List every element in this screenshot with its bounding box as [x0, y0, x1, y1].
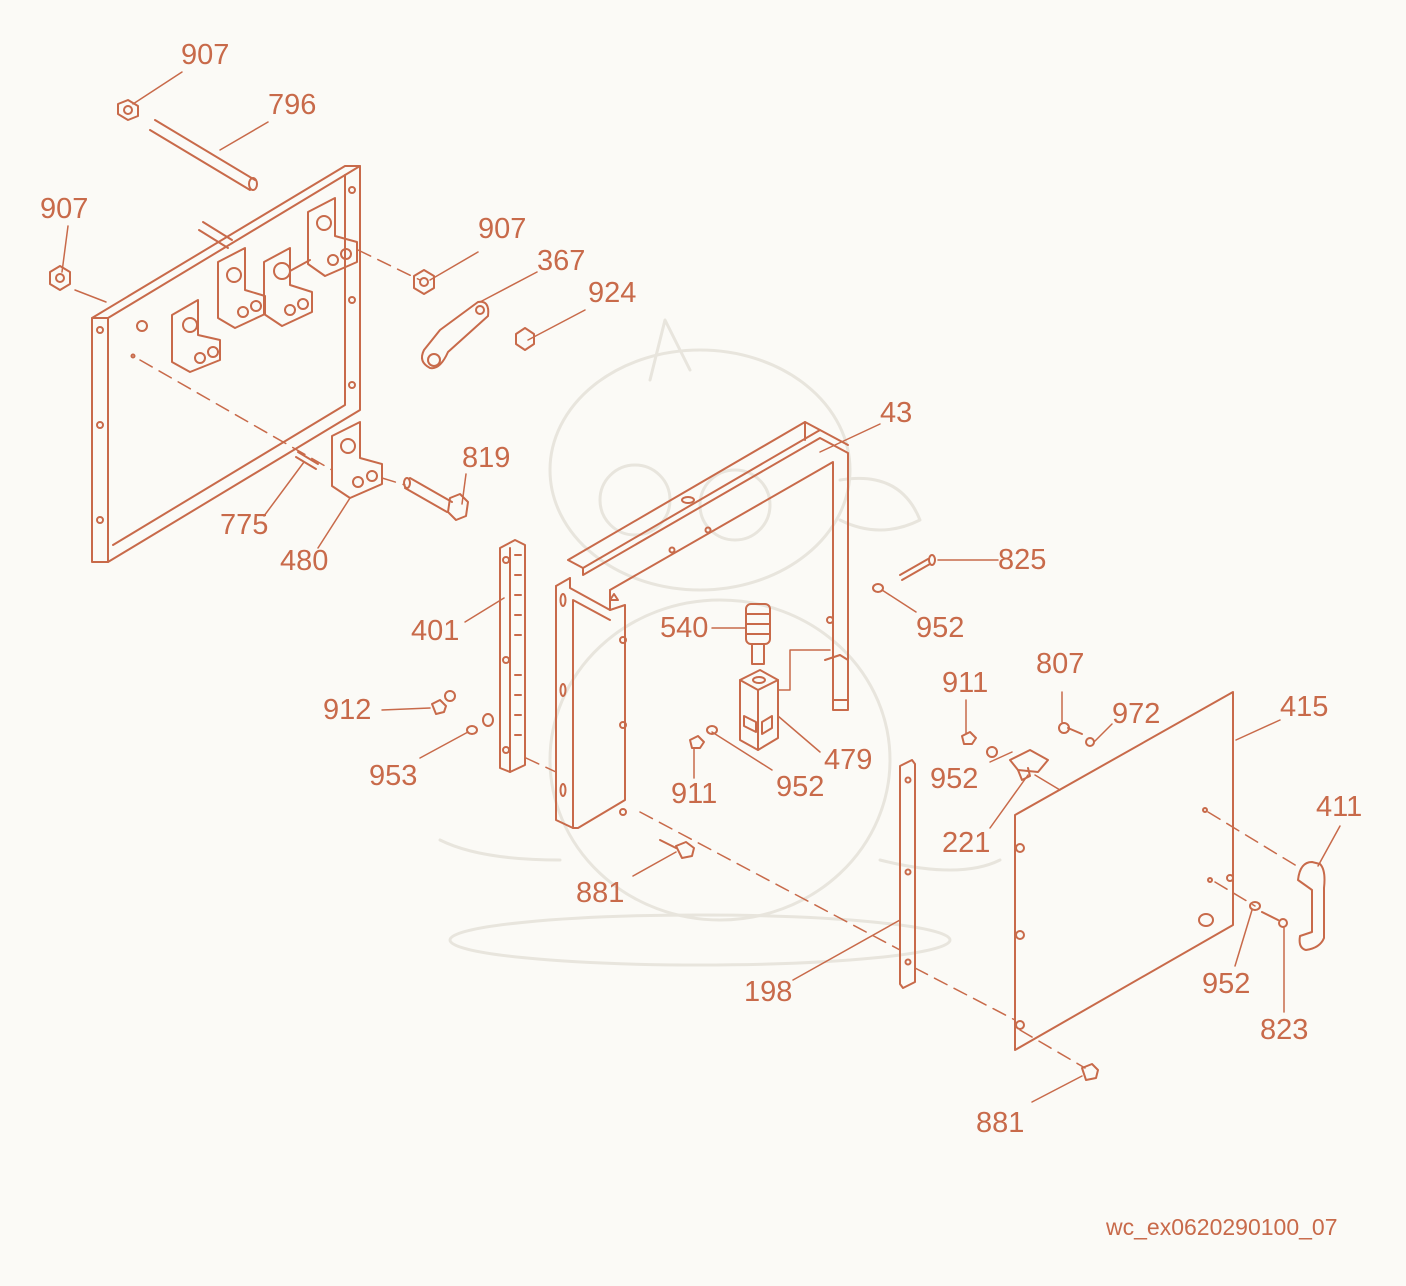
nut-907-mid [413, 269, 435, 295]
washer-952-c [1249, 901, 1261, 911]
callout-415: 415 [1280, 691, 1329, 723]
callout-43: 43 [880, 397, 913, 429]
callout-907: 907 [40, 193, 89, 225]
washer-972 [1085, 737, 1095, 747]
nut-924 [515, 327, 535, 351]
washer-952-b [986, 746, 998, 758]
callout-953: 953 [369, 760, 418, 792]
callout-907: 907 [478, 213, 527, 245]
stud-796 [149, 119, 258, 249]
callout-367: 367 [537, 245, 586, 277]
callout-952: 952 [916, 612, 965, 644]
fasteners-911-952 [689, 725, 718, 749]
terminal-block-480 [331, 421, 383, 499]
nut-907-top [117, 99, 139, 121]
nut-911 [961, 731, 977, 745]
base-plate-assembly [49, 99, 535, 563]
callout-807: 807 [1036, 648, 1085, 680]
callout-401: 401 [411, 615, 460, 647]
terminal-block-1 [171, 299, 221, 373]
callout-952: 952 [1202, 968, 1251, 1000]
callout-912: 912 [323, 694, 372, 726]
fasteners-912-953 [431, 690, 494, 735]
pin-775 [295, 451, 319, 470]
callout-775: 775 [220, 509, 269, 541]
cover-415 [1014, 691, 1234, 1051]
screw-823 [1261, 911, 1288, 928]
callout-911: 911 [671, 778, 718, 810]
callout-881: 881 [576, 877, 625, 909]
screw-825 [899, 554, 936, 581]
callout-972: 972 [1112, 698, 1161, 730]
screw-807 [1058, 722, 1083, 735]
strip-198 [899, 759, 916, 989]
connector-540 [745, 603, 771, 665]
callout-952: 952 [930, 763, 979, 795]
plate-holes [96, 186, 356, 524]
callout-221: 221 [942, 827, 991, 859]
callout-479: 479 [824, 744, 873, 776]
alignment-lines-upper [139, 249, 421, 486]
nut-907-left [49, 265, 71, 291]
callout-881: 881 [976, 1107, 1025, 1139]
frame-holes [559, 496, 834, 816]
drawing-id: wc_ex0620290100_07 [1106, 1214, 1338, 1240]
bracket-367 [421, 300, 490, 370]
callout-411: 411 [1316, 791, 1363, 823]
bolt-819 [403, 477, 469, 521]
callout-911: 911 [942, 667, 989, 699]
hinge-401 [499, 539, 526, 773]
callout-480: 480 [280, 545, 329, 577]
callout-198: 198 [744, 976, 793, 1008]
callout-825: 825 [998, 544, 1047, 576]
terminal-block-3 [263, 247, 313, 327]
relay-479 [739, 669, 779, 751]
leader-lines [61, 71, 1341, 1103]
washer-952-a [872, 583, 884, 593]
callout-819: 819 [462, 442, 511, 474]
callout-540: 540 [660, 612, 709, 644]
bolt-881-b [1081, 1063, 1099, 1081]
callout-823: 823 [1260, 1014, 1309, 1046]
callout-907: 907 [181, 39, 230, 71]
watermark-figure [438, 318, 1002, 967]
bolt-881-a [659, 839, 695, 859]
alignment-lines-lower [525, 757, 1301, 1069]
terminal-block-4 [307, 197, 358, 277]
callout-952: 952 [776, 771, 825, 803]
terminal-block-2 [217, 247, 266, 329]
callout-924: 924 [588, 277, 637, 309]
callout-796: 796 [268, 89, 317, 121]
handle-411 [1297, 861, 1326, 951]
frame-43 [555, 421, 849, 829]
latch-221 [1009, 749, 1049, 781]
